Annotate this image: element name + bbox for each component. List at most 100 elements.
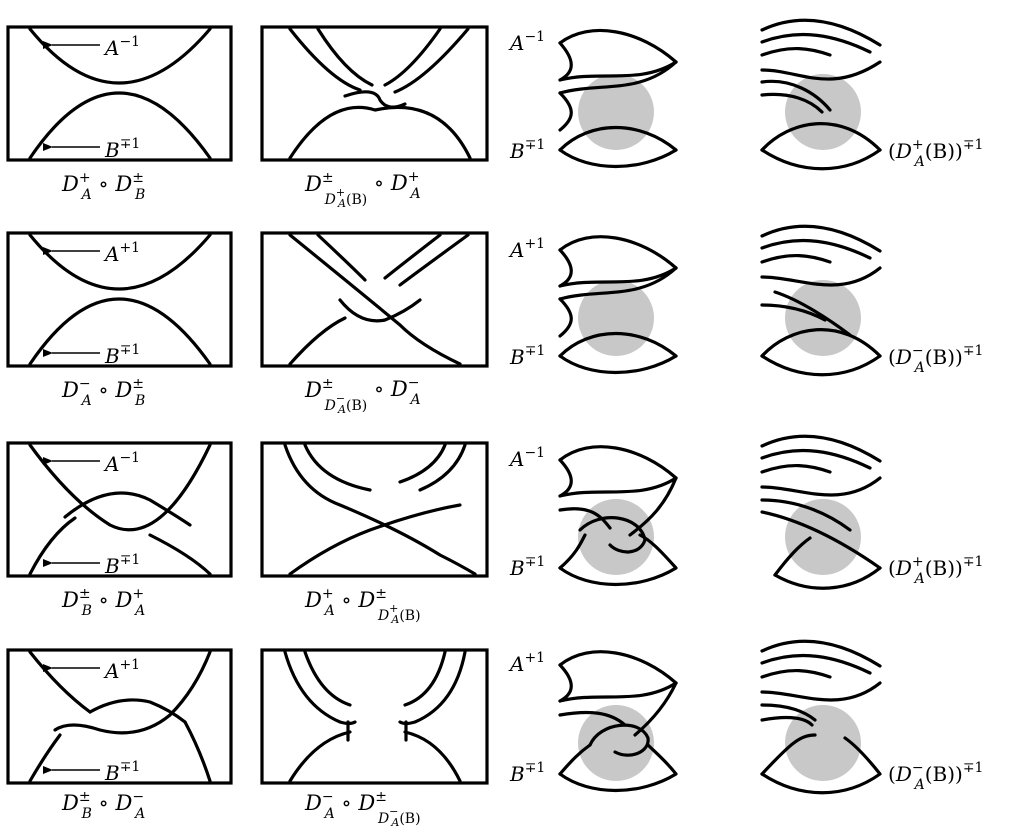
arc-A xyxy=(28,27,212,85)
strand xyxy=(418,443,467,492)
strand xyxy=(558,248,573,288)
strand xyxy=(383,233,442,280)
caption-left-row-3: D±B ∘ D+A xyxy=(61,586,145,619)
caption-right-row-1: D±D+A(B) ∘ D+A xyxy=(304,169,421,210)
strand xyxy=(558,743,592,776)
strand xyxy=(303,650,352,707)
box-frame xyxy=(260,441,489,578)
box-right-row-3 xyxy=(260,441,489,578)
strand xyxy=(760,18,882,47)
strand xyxy=(760,510,882,570)
surface-left-row-1: A−1 B∓1 xyxy=(508,28,678,169)
strand xyxy=(558,445,678,480)
strand xyxy=(338,298,422,323)
strand xyxy=(760,448,872,470)
result-label: (D−A(B))∓1 xyxy=(888,343,983,376)
surface-right-row-1: (D+A(B))∓1 xyxy=(760,18,983,171)
box-left-row-4: A+1 B∓1 xyxy=(6,648,233,785)
strand xyxy=(88,698,187,724)
strand xyxy=(148,533,212,576)
box-top-label: A−1 xyxy=(103,450,140,476)
row-4: A+1 B∓1 D±B ∘ D−A D−A ∘ D±D−A(B) xyxy=(6,639,983,829)
caption-left-row-1: D+A ∘ D±B xyxy=(61,170,145,203)
strand xyxy=(28,650,92,714)
strand xyxy=(283,443,477,576)
strand xyxy=(558,710,627,727)
strand xyxy=(393,27,470,94)
strand xyxy=(760,703,817,722)
strand xyxy=(398,650,467,726)
strand xyxy=(588,723,650,757)
surface-bottom-label: B∓1 xyxy=(509,760,545,786)
strand xyxy=(760,733,817,776)
gray-disc xyxy=(578,499,654,575)
box-frame xyxy=(260,25,489,162)
result-label: (D+A(B))∓1 xyxy=(888,554,983,587)
strand xyxy=(288,730,352,783)
strand xyxy=(760,60,882,81)
row-1: A−1 B∓1 D+A ∘ D±B D±D+A(B) ∘ D+A A−1 xyxy=(6,18,983,210)
strand xyxy=(316,27,374,87)
strand xyxy=(288,27,362,92)
surface-top-label: A−1 xyxy=(508,29,545,55)
strand xyxy=(760,476,882,497)
strand xyxy=(558,28,678,64)
box-frame xyxy=(6,231,233,368)
strand xyxy=(773,566,882,590)
strand xyxy=(398,443,447,484)
box-right-row-1 xyxy=(260,25,489,162)
strand xyxy=(760,434,882,463)
strand xyxy=(760,238,872,260)
surface-bottom-label: B∓1 xyxy=(509,343,545,369)
box-bottom-label: B∓1 xyxy=(104,136,140,162)
strand xyxy=(558,41,573,82)
box-frame xyxy=(6,25,233,162)
box-bottom-label: B∓1 xyxy=(104,759,140,785)
arc-A xyxy=(28,233,212,291)
strand xyxy=(760,715,814,727)
strand xyxy=(760,92,824,114)
strand xyxy=(760,653,872,675)
surface-right-row-2: (D−A(B))∓1 xyxy=(760,224,983,377)
strand xyxy=(558,681,678,703)
surface-bottom-label: B∓1 xyxy=(509,554,545,580)
result-label: (D−A(B))∓1 xyxy=(888,760,983,793)
strand xyxy=(558,743,678,793)
strand xyxy=(558,125,678,152)
strand xyxy=(316,233,367,282)
strand xyxy=(760,681,882,702)
caption-left-row-2: D−A ∘ D±B xyxy=(61,376,145,409)
strand xyxy=(558,458,573,498)
strand xyxy=(760,328,882,358)
strand xyxy=(558,235,678,270)
strand xyxy=(63,491,192,527)
surface-bottom-label: B∓1 xyxy=(509,137,545,163)
strand xyxy=(760,736,882,795)
strand xyxy=(760,32,872,54)
strand xyxy=(288,233,462,366)
strand xyxy=(403,650,447,707)
strand xyxy=(760,122,882,152)
box-frame xyxy=(260,231,489,368)
strand xyxy=(303,443,372,492)
box-frame xyxy=(6,441,233,578)
strand xyxy=(628,476,678,537)
strand xyxy=(183,720,212,783)
strand xyxy=(558,507,612,530)
surface-left-row-3: A−1 B∓1 xyxy=(508,445,678,587)
strand xyxy=(760,253,832,264)
caption-right-row-2: D±D−A(B) ∘ D−A xyxy=(304,375,421,416)
caption-right-row-3: D+A ∘ D±D+A(B) xyxy=(304,586,421,626)
strand xyxy=(558,650,678,685)
strand xyxy=(760,354,882,377)
box-frame xyxy=(260,648,489,785)
strand xyxy=(558,354,678,375)
box-frame xyxy=(6,648,233,785)
strand xyxy=(558,533,678,587)
gray-disc xyxy=(785,499,861,575)
strand xyxy=(760,498,852,532)
strand xyxy=(558,266,678,301)
strand xyxy=(760,79,832,112)
strand xyxy=(558,148,678,169)
result-label: (D+A(B))∓1 xyxy=(888,137,983,170)
